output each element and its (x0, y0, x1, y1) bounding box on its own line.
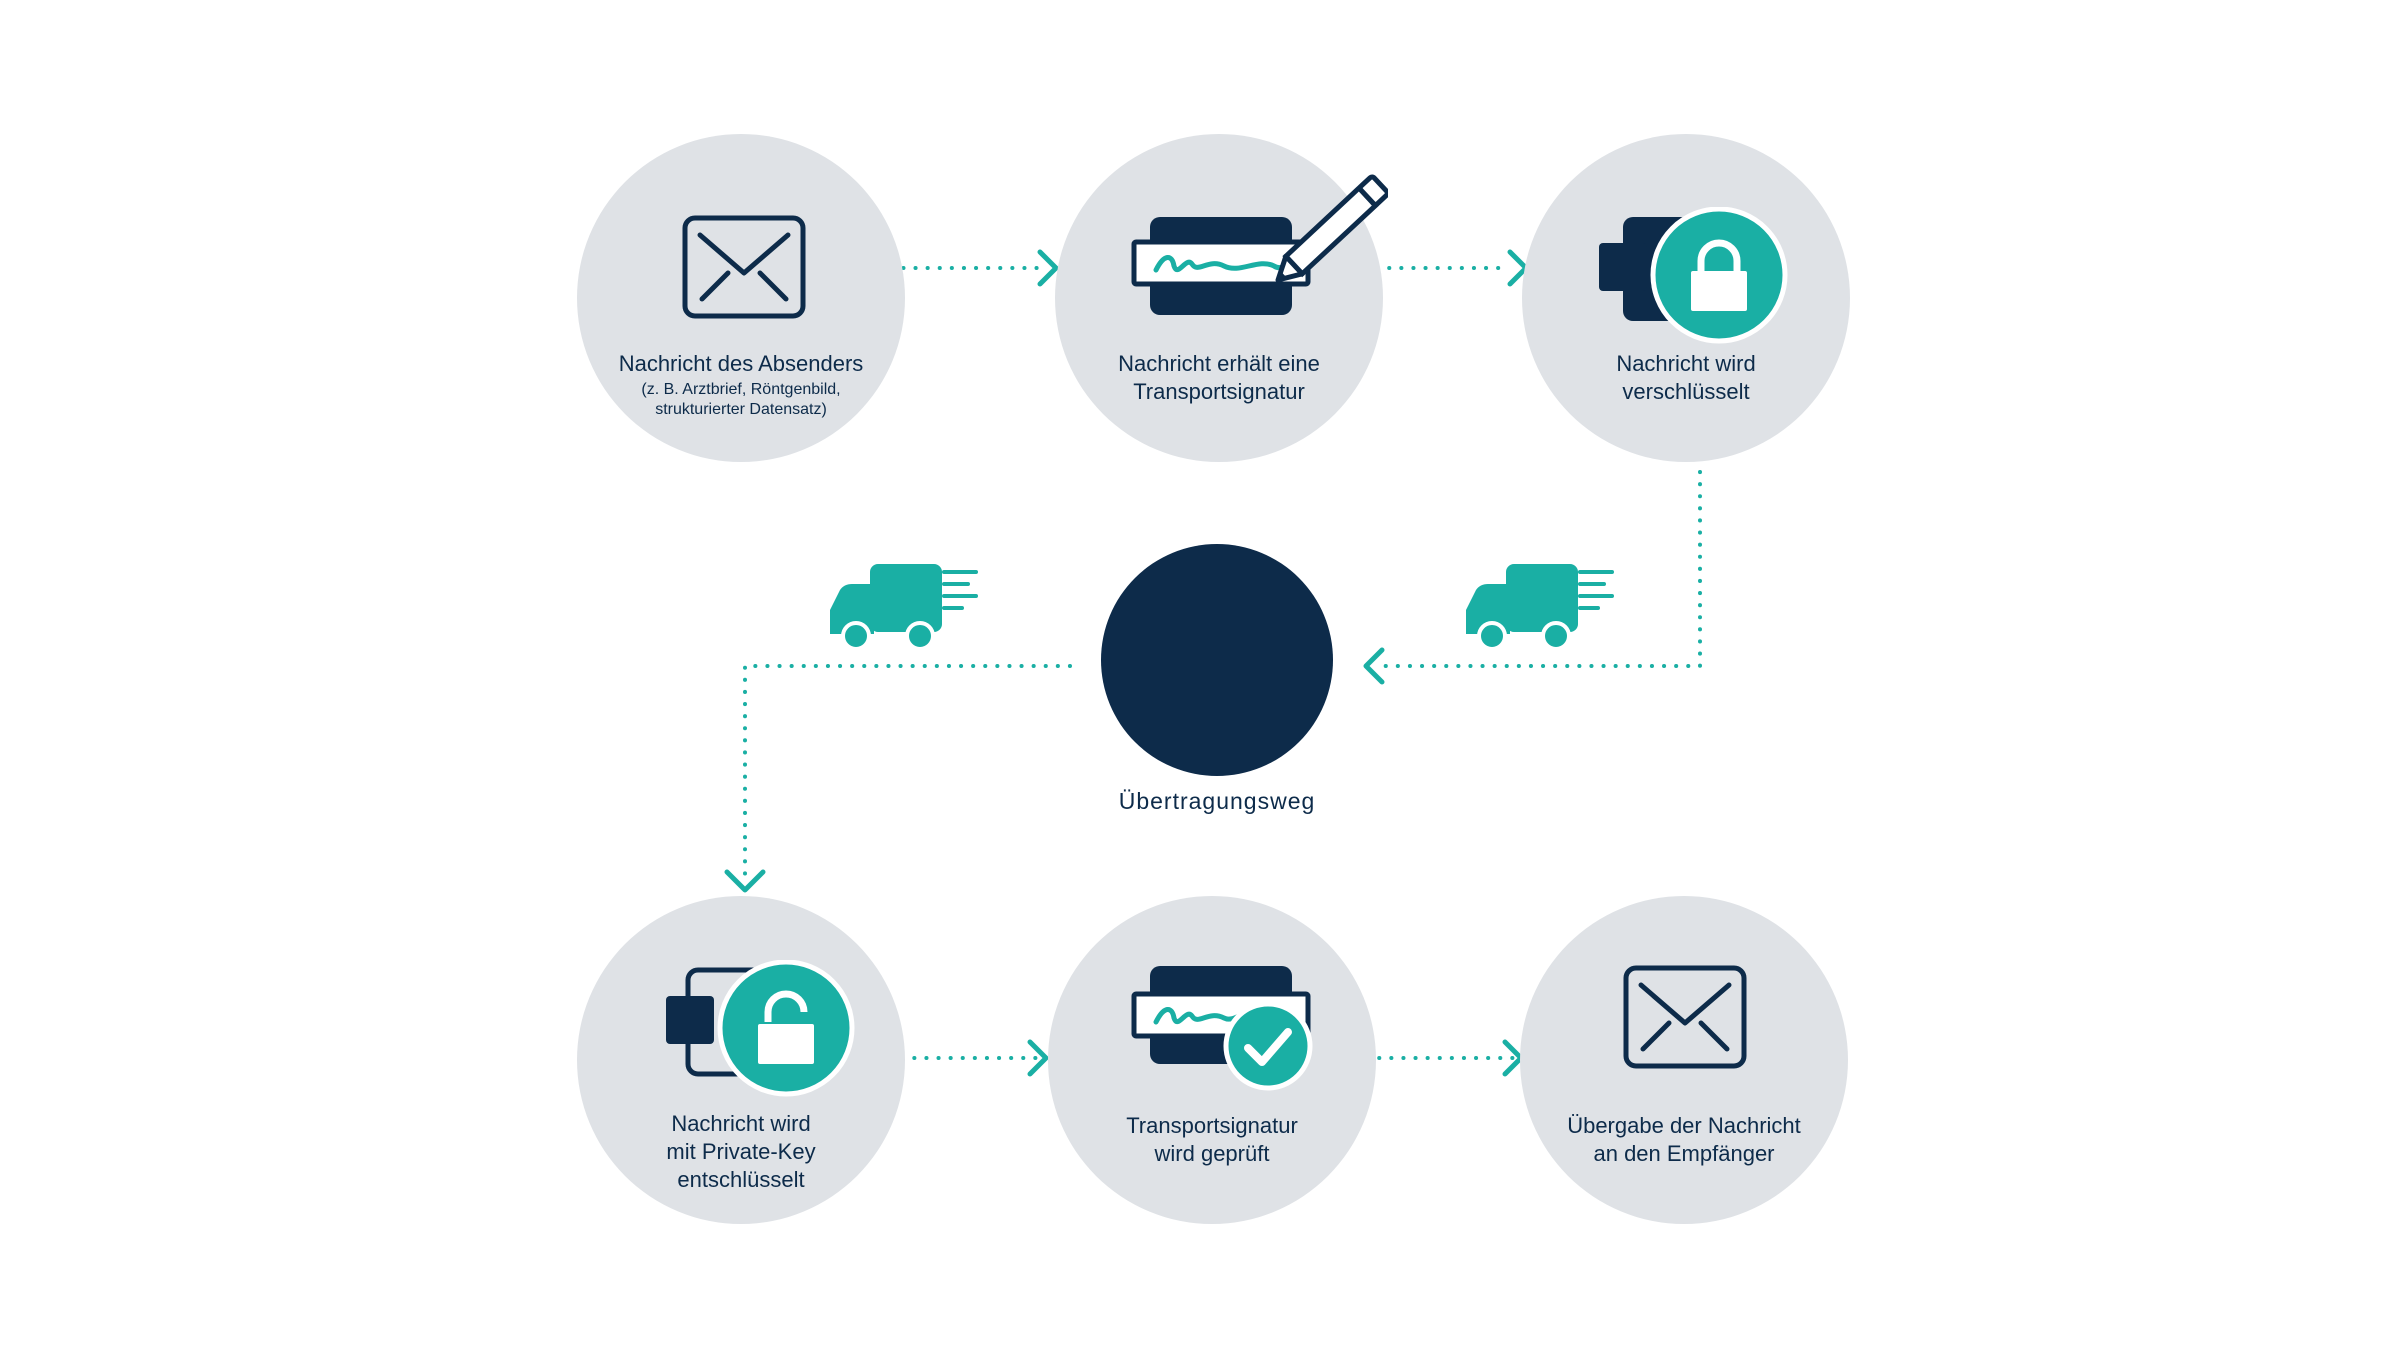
delivery-truck-icon (830, 564, 978, 651)
step-3-title-line-1: Nachricht wird (1616, 351, 1756, 376)
signature-pen-icon (1131, 174, 1388, 315)
step-1-subtitle: (z. B. Arztbrief, Röntgenbild, strukturi… (641, 381, 841, 418)
signature-check-icon (1131, 966, 1313, 1091)
step-4-title-line-1: Nachricht wird (671, 1111, 811, 1136)
step-5-label: Transportsignatur wird geprüft (1062, 1112, 1362, 1168)
step-1-label: Nachricht des Absenders (z. B. Arztbrief… (591, 350, 891, 420)
step-4-label: Nachricht wird mit Private-Key entschlüs… (591, 1110, 891, 1194)
step-6-title-line-1: Übergabe der Nachricht (1567, 1113, 1801, 1138)
envelope-icon (1623, 965, 1747, 1069)
connector-hub-4 (743, 664, 1072, 882)
step-1-circle (577, 134, 905, 462)
step-1-title: Nachricht des Absenders (618, 351, 864, 376)
step-3-title-line-2: verschlüsselt (1622, 379, 1750, 404)
delivery-truck-icon (1466, 564, 1614, 651)
step-2-title-line-1: Nachricht erhält eine (1118, 351, 1320, 376)
arrowhead-1-2 (1037, 249, 1059, 287)
arrowhead-3-hub (1363, 647, 1385, 685)
padlock-open-icon (666, 960, 855, 1097)
step-5-title-line-1: Transportsignatur (1126, 1113, 1298, 1138)
padlock-closed-icon (1599, 207, 1788, 344)
step-5-title-line-2: wird geprüft (1154, 1141, 1270, 1166)
step-2-label: Nachricht erhält eine Transportsignatur (1069, 350, 1369, 406)
step-3-label: Nachricht wird verschlüsselt (1536, 350, 1836, 406)
arrowhead-hub-4 (724, 869, 766, 893)
arrowhead-4-5 (1027, 1039, 1049, 1077)
step-2-title-line-2: Transportsignatur (1133, 379, 1305, 404)
step-6-title-line-2: an den Empfänger (1593, 1141, 1775, 1166)
step-6-circle (1520, 896, 1848, 1224)
transmission-hub (1101, 544, 1333, 776)
hub-label: Übertragungsweg (1118, 788, 1316, 814)
step-6-label: Übergabe der Nachricht an den Empfänger (1534, 1112, 1834, 1168)
envelope-icon (682, 215, 806, 319)
step-4-title-line-3: entschlüsselt (677, 1167, 805, 1192)
connector-3-hub (1373, 470, 1702, 668)
step-4-title-line-2: mit Private-Key (666, 1139, 816, 1164)
